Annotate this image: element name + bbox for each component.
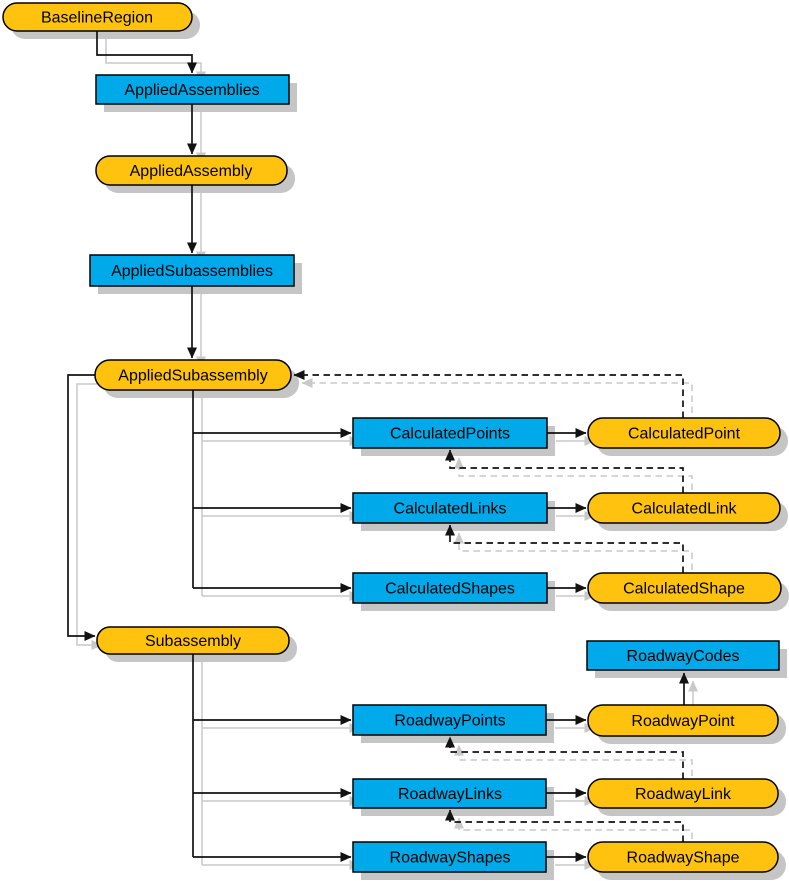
baseline-region-shape[interactable] [2, 2, 193, 32]
roadway-shape-label: RoadwayShape [627, 850, 740, 867]
calculated-links-label: CalculatedLinks [394, 501, 507, 518]
applied-subassembly-shape[interactable] [94, 359, 292, 391]
baseline-region-label: BaselineRegion [41, 10, 153, 27]
connectors [67, 31, 689, 862]
applied-subassemblies-shape[interactable] [89, 254, 295, 287]
node-applied-assemblies[interactable]: AppliedAssemblies [95, 74, 290, 105]
connector-shadows [76, 39, 698, 870]
roadway-codes-shape[interactable] [586, 640, 780, 671]
roadway-shapes-label: RoadwayShapes [390, 850, 511, 867]
node-baseline-region[interactable]: BaselineRegion [2, 2, 193, 32]
edge-roadwayshape-roadwaylinks [445, 809, 684, 842]
edge-appliedsubassembly-subassembly [67, 374, 96, 641]
roadway-point-label: RoadwayPoint [631, 713, 735, 730]
node-calculated-links[interactable]: CalculatedLinks [352, 492, 548, 524]
node-calculated-points[interactable]: CalculatedPoints [352, 417, 548, 449]
calculated-links-shape[interactable] [352, 492, 548, 524]
roadway-links-shape[interactable] [352, 778, 547, 809]
calculated-shape-shape[interactable] [587, 572, 782, 604]
roadway-points-label: RoadwayPoints [394, 713, 505, 730]
node-roadway-shapes[interactable]: RoadwayShapes [352, 841, 547, 873]
roadway-shape-shape[interactable] [587, 841, 779, 873]
node-calculated-shapes[interactable]: CalculatedShapes [352, 572, 548, 604]
roadway-point-shape[interactable] [587, 704, 779, 737]
subassembly-label: Subassembly [145, 633, 241, 650]
node-subassembly[interactable]: Subassembly [96, 626, 290, 655]
roadway-link-shape[interactable] [587, 778, 779, 809]
edge-calculatedshape-calculatedlinks [445, 524, 684, 573]
applied-subassemblies-label: AppliedSubassemblies [111, 263, 273, 280]
applied-assemblies-shape[interactable] [95, 74, 290, 105]
node-roadway-shape[interactable]: RoadwayShape [587, 841, 779, 873]
applied-subassembly-label: AppliedSubassembly [118, 368, 267, 385]
node-roadway-point[interactable]: RoadwayPoint [587, 704, 779, 737]
node-applied-subassemblies[interactable]: AppliedSubassemblies [89, 254, 295, 287]
node-roadway-points[interactable]: RoadwayPoints [352, 704, 547, 736]
roadway-points-shape[interactable] [352, 704, 547, 736]
applied-assembly-shape[interactable] [95, 155, 288, 186]
edge-calculatedlink-calculatedpoints [445, 449, 684, 493]
calculated-shape-label: CalculatedShape [623, 581, 745, 598]
calculated-shapes-label: CalculatedShapes [385, 581, 515, 598]
roadway-shapes-shape[interactable] [352, 841, 547, 873]
applied-assembly-label: AppliedAssembly [130, 163, 253, 180]
applied-assemblies-label: AppliedAssemblies [124, 82, 259, 99]
calculated-points-label: CalculatedPoints [390, 426, 510, 443]
node-calculated-link[interactable]: CalculatedLink [587, 492, 781, 524]
node-calculated-shape[interactable]: CalculatedShape [587, 572, 782, 604]
node-roadway-links[interactable]: RoadwayLinks [352, 778, 547, 809]
calculated-point-shape[interactable] [587, 417, 781, 449]
edge-baselineregion-appliedassemblies [96, 31, 197, 74]
calculated-link-label: CalculatedLink [632, 501, 738, 518]
node-roadway-link[interactable]: RoadwayLink [587, 778, 779, 809]
node-applied-assembly[interactable]: AppliedAssembly [95, 155, 288, 186]
calculated-link-shape[interactable] [587, 492, 781, 524]
roadway-codes-label: RoadwayCodes [627, 648, 740, 665]
edge-calculatedpoint-appliedsubassembly [293, 370, 684, 418]
calculated-shapes-shape[interactable] [352, 572, 548, 604]
node-applied-subassembly[interactable]: AppliedSubassembly [94, 359, 292, 391]
calculated-point-label: CalculatedPoint [628, 426, 741, 443]
calculated-points-shape[interactable] [352, 417, 548, 449]
edge-roadwaylink-roadwaypoints [445, 736, 684, 779]
node-calculated-point[interactable]: CalculatedPoint [587, 417, 781, 449]
roadway-link-label: RoadwayLink [635, 786, 732, 803]
roadway-links-label: RoadwayLinks [398, 786, 502, 803]
node-roadway-codes[interactable]: RoadwayCodes [586, 640, 780, 671]
subassembly-shape[interactable] [96, 626, 290, 655]
